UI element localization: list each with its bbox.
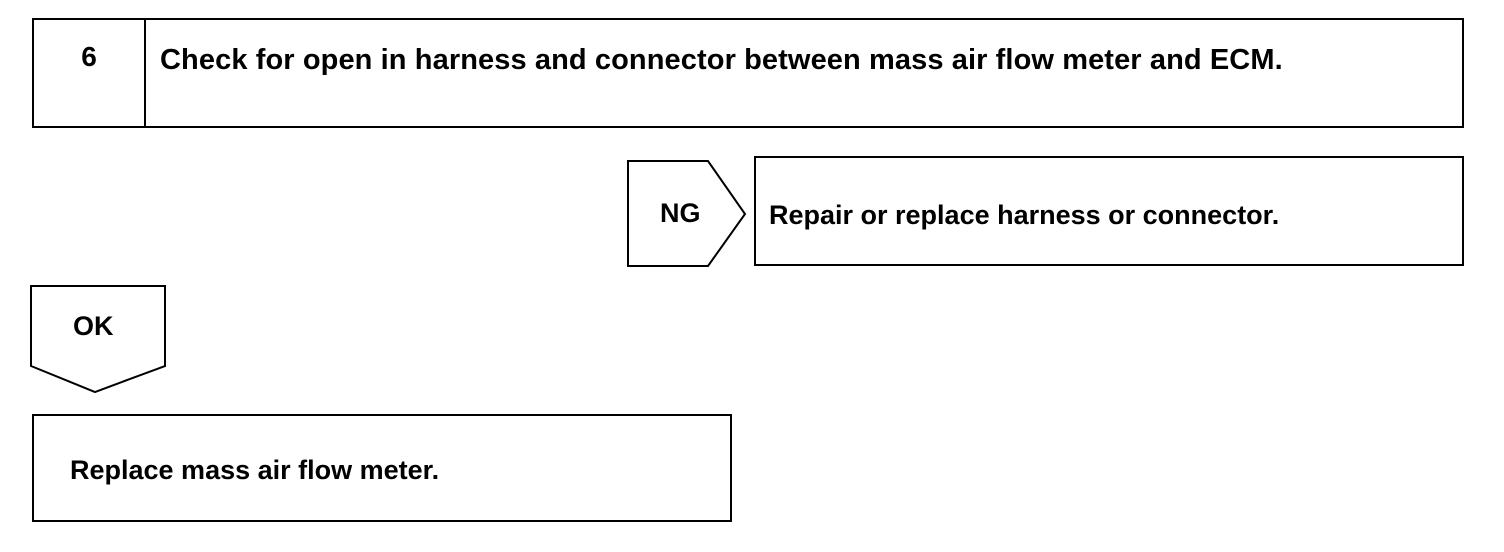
ng-label: NG — [660, 198, 701, 228]
ok-action-box: Replace mass air flow meter. — [32, 414, 732, 522]
ok-label: OK — [73, 311, 114, 341]
ng-arrow-shape — [627, 160, 747, 267]
inspection-step-box: 6 Check for open in harness and connecto… — [32, 18, 1464, 128]
ok-action-text: Replace mass air flow meter. — [70, 455, 440, 485]
ok-arrow-shape — [30, 285, 166, 394]
step-title: Check for open in harness and connector … — [160, 44, 1283, 76]
step-number: 6 — [34, 20, 146, 126]
ng-action-box: Repair or replace harness or connector. — [754, 156, 1464, 266]
ng-action-text: Repair or replace harness or connector. — [769, 200, 1280, 230]
